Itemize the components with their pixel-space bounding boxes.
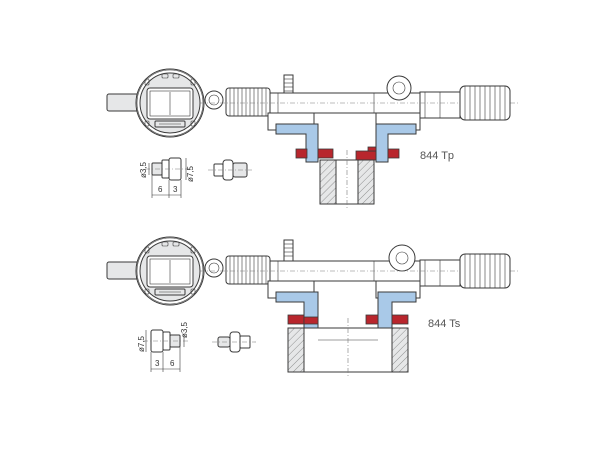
handle-grip-icon [459,85,511,121]
dial-indicator-icon [106,68,224,138]
dim-pin-diameter: ø3,5 [139,161,148,178]
dial-indicator-icon [106,236,224,306]
model-label-844-ts: 844 Ts [428,318,461,330]
dim-length-a: 3 [155,359,160,368]
workpiece-section [287,318,409,378]
clamp-nut-icon [225,255,271,285]
anvil-detail-tp: ø3,5 ø7,5 6 3 [139,157,252,198]
clamp-nut-icon [225,87,271,117]
gauge-body [200,239,520,287]
anvil-detail-ts: ø7,5 ø3,5 3 6 [137,321,256,372]
model-label-844-tp: 844 Tp [420,150,454,162]
dim-length-b: 6 [170,359,175,368]
workpiece-section [319,150,375,210]
dim-length-b: 3 [173,185,178,194]
measuring-anvil-red [287,314,409,325]
dim-pin-diameter: ø3,5 [180,321,189,338]
gauge-assembly-ts [106,236,520,378]
gauge-assembly-tp [106,68,520,210]
gauge-body [200,74,520,119]
measuring-insert-blue [275,123,417,163]
dim-head-diameter: ø7,5 [186,165,195,182]
dim-head-diameter: ø7,5 [137,335,146,352]
handle-grip-icon [459,253,511,289]
dim-length-a: 6 [158,185,163,194]
